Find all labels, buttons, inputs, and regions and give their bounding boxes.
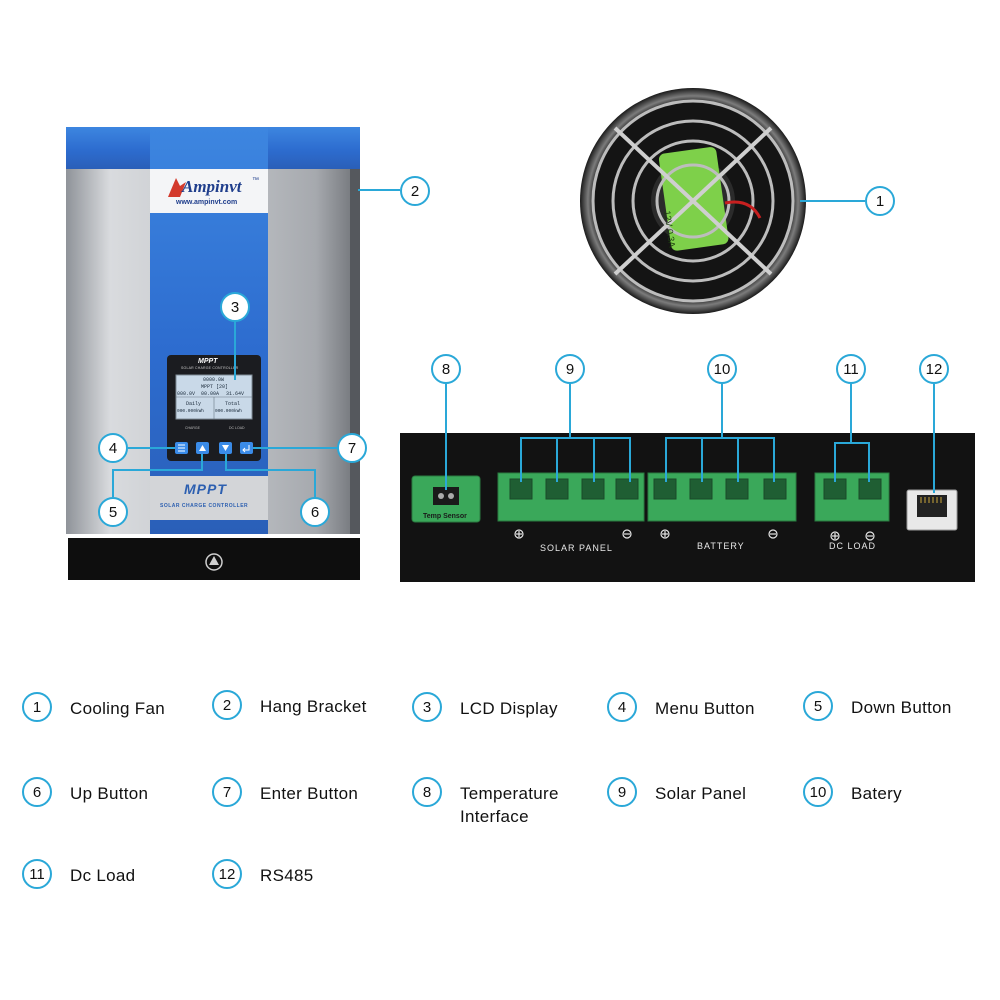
legend-number: 6 (22, 777, 52, 807)
callout-3: 3 (220, 292, 250, 322)
lcd-line1: 0000.0W (203, 377, 225, 383)
callout-8: 8 (431, 354, 461, 384)
enter-button (240, 442, 253, 454)
legend-label: Dc Load (70, 866, 136, 885)
legend-label: Hang Bracket (260, 697, 367, 716)
legend-number: 5 (803, 691, 833, 721)
model-badge: MPPT (184, 481, 227, 497)
callout-7: 7 (337, 433, 367, 463)
legend-item-dc-load: 11 Dc Load (22, 859, 200, 889)
lcd-current: 00.00A (201, 391, 220, 397)
legend-item-rs485: 12 RS485 (212, 859, 390, 889)
callout-1: 1 (865, 186, 895, 216)
legend-label: RS485 (260, 866, 314, 885)
legend-item-down-button: 5 Down Button (803, 691, 981, 721)
legend-label: Temperature Interface (460, 784, 559, 826)
legend-label: LCD Display (460, 699, 558, 718)
lcd-total-label: Total (225, 401, 241, 407)
lcd-line2: MPPT [20] (201, 384, 229, 390)
lcd-daily-value: 000.000kWh (177, 409, 205, 414)
legend-number: 3 (412, 692, 442, 722)
callout-9: 9 (555, 354, 585, 384)
legend-item-cooling-fan: 1 Cooling Fan (22, 692, 200, 722)
solar-panel-label: SOLAR PANEL (540, 543, 613, 553)
legend-number: 2 (212, 690, 242, 720)
callout-4: 4 (98, 433, 128, 463)
legend-number: 12 (212, 859, 242, 889)
legend-item-solar-panel: 9 Solar Panel (607, 777, 785, 807)
callout-12: 12 (919, 354, 949, 384)
legend-number: 1 (22, 692, 52, 722)
brand-trademark: ™ (252, 177, 259, 184)
legend-item-temperature-interface: 8 Temperature Interface (412, 777, 590, 828)
legend-label: Solar Panel (655, 784, 747, 803)
lcd-total-value: 000.000kWh (215, 409, 243, 414)
callout-10: 10 (707, 354, 737, 384)
legend-item-hang-bracket: 2 Hang Bracket (212, 690, 390, 720)
callout-5: 5 (98, 497, 128, 527)
model-caption: SOLAR CHARGE CONTROLLER (160, 503, 249, 509)
callout-6: 6 (300, 497, 330, 527)
legend-number: 9 (607, 777, 637, 807)
cooling-fan (580, 88, 806, 314)
legend-item-up-button: 6 Up Button (22, 777, 200, 807)
rs485-label: RS485 (919, 521, 941, 528)
legend-number: 11 (22, 859, 52, 889)
lcd-subheader: SOLAR CHARGE CONTROLLER (181, 366, 239, 370)
callout-2: 2 (400, 176, 430, 206)
legend-number: 8 (412, 777, 442, 807)
legend-label: Cooling Fan (70, 699, 165, 718)
lcd-voltage-out: 31.64V (226, 391, 245, 397)
model-plate (150, 476, 268, 520)
legend-label: Up Button (70, 784, 149, 803)
legend-number: 10 (803, 777, 833, 807)
temp-sensor-label: Temp Sensor (423, 513, 467, 520)
lcd-voltage-in: 000.0V (177, 391, 196, 397)
lcd-daily-label: Daily (186, 401, 202, 407)
dc-load-label: DC LOAD (829, 541, 877, 551)
legend-item-menu-button: 4 Menu Button (607, 692, 785, 722)
legend-item-enter-button: 7 Enter Button (212, 777, 390, 807)
terminal-panel (400, 433, 975, 582)
legend-label: Batery (851, 784, 902, 803)
legend-item-battery: 10 Batery (803, 777, 981, 807)
legend-number: 7 (212, 777, 242, 807)
battery-label: BATTERY (697, 541, 745, 551)
legend-item-lcd-display: 3 LCD Display (412, 692, 590, 722)
legend-number: 4 (607, 692, 637, 722)
controller-front (66, 127, 360, 580)
legend-label: Down Button (851, 698, 952, 717)
logo-panel (150, 169, 268, 213)
brand-website: www.ampinvt.com (176, 199, 238, 206)
legend-label: Enter Button (260, 784, 359, 803)
leader-lines (112, 189, 935, 497)
dc-load-indicator-label: DC LOAD (229, 426, 245, 430)
brand-logo-icon (168, 178, 186, 197)
base-logo-icon (205, 553, 223, 571)
legend-label: Menu Button (655, 699, 755, 718)
charge-indicator-label: CHARGE (185, 426, 200, 430)
brand-name: Ampinvt (182, 177, 242, 196)
callout-11: 11 (836, 354, 866, 384)
lcd-header: MPPT (198, 358, 218, 365)
